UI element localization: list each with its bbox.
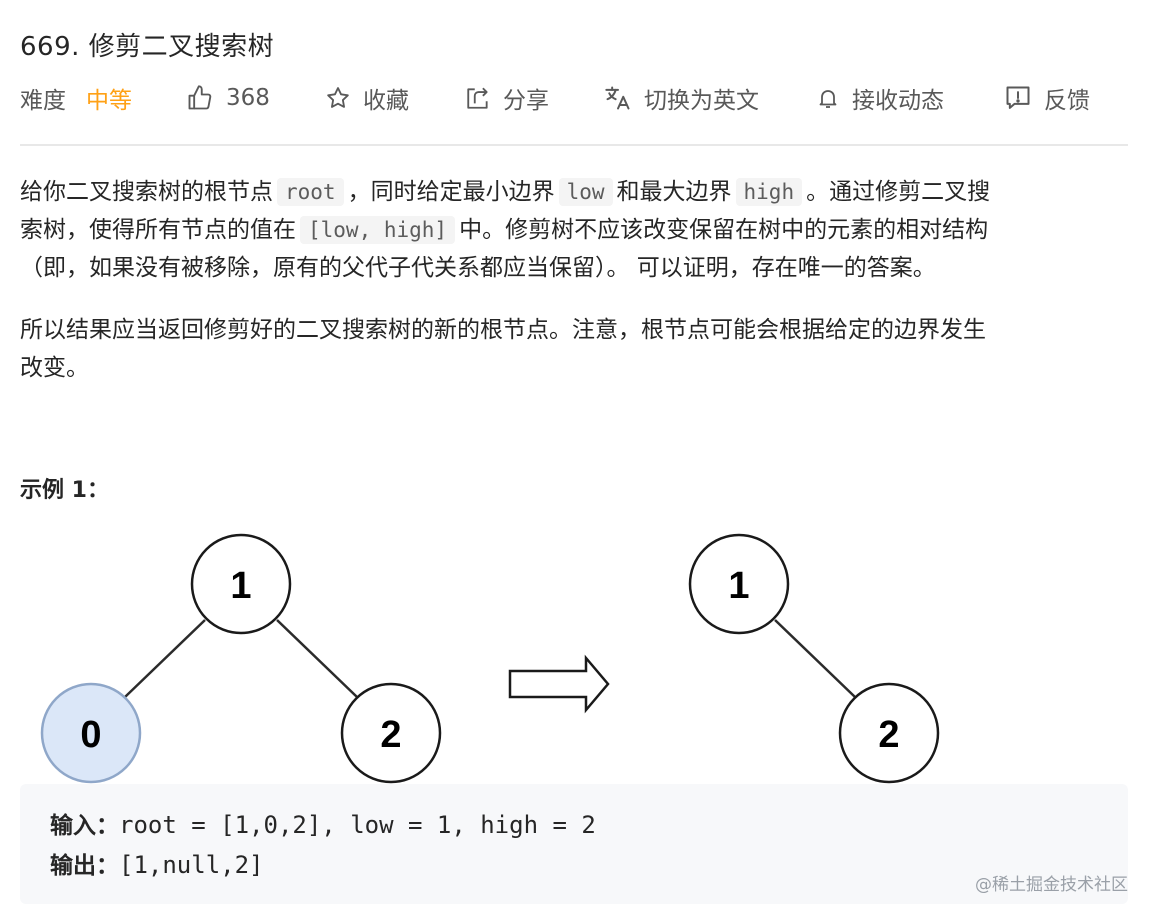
example-tree-diagram: 1 0 2 1 2 xyxy=(40,533,940,784)
inline-code-high: high xyxy=(735,178,803,206)
input-tree-root-node: 1 xyxy=(190,533,292,635)
share-label: 分享 xyxy=(503,88,549,114)
example-input-line: 输入：root = [1,0,2], low = 1, high = 2 xyxy=(50,806,596,840)
right-arrow-icon xyxy=(508,654,610,714)
node-label: 1 xyxy=(230,565,251,607)
tree-edge xyxy=(774,619,856,698)
description-text: 改变。 xyxy=(20,355,89,381)
description-text: 和最大边界 xyxy=(616,179,732,205)
input-tree-right-node: 2 xyxy=(340,682,442,784)
input-label: 输入： xyxy=(50,813,119,839)
feedback-button[interactable]: 反馈 xyxy=(1004,80,1090,116)
meta-toolbar: 难度 中等 368 收藏 xyxy=(20,80,1128,116)
difficulty-value: 中等 xyxy=(86,88,132,114)
favorite-label: 收藏 xyxy=(363,88,409,114)
feedback-icon xyxy=(1004,84,1044,112)
star-icon xyxy=(325,85,363,111)
node-label: 0 xyxy=(80,714,101,756)
description-text: 。通过修剪二叉搜 xyxy=(806,179,991,205)
tree-edge xyxy=(124,619,206,698)
difficulty-indicator: 难度 中等 xyxy=(20,80,132,116)
description-paragraph-2: 所以结果应当返回修剪好的二叉搜索树的新的根节点。注意，根节点可能会根据给定的边界… xyxy=(20,311,1128,387)
switch-language-label: 切换为英文 xyxy=(644,88,759,114)
node-label: 2 xyxy=(380,714,401,756)
description-text: （即，如果没有被移除，原有的父代子代关系都应当保留）。 可以证明，存在唯一的答案… xyxy=(20,255,936,281)
feedback-label: 反馈 xyxy=(1044,88,1090,114)
difficulty-label: 难度 xyxy=(20,88,66,114)
description-text: ，同时给定最小边界 xyxy=(347,179,555,205)
output-tree-right-node: 2 xyxy=(838,682,940,784)
problem-title: 669. 修剪二叉搜索树 xyxy=(20,32,275,62)
header-divider xyxy=(20,144,1128,146)
thumbs-up-icon xyxy=(186,84,226,112)
output-label: 输出： xyxy=(50,853,119,879)
example-code-block: 输入：root = [1,0,2], low = 1, high = 2 输出：… xyxy=(20,784,1128,904)
description-text: 索树，使得所有节点的值在 xyxy=(20,217,296,243)
input-value: root = [1,0,2], low = 1, high = 2 xyxy=(119,811,596,839)
example-title: 示例 1： xyxy=(20,478,109,503)
description-text: 给你二叉搜索树的根节点 xyxy=(20,179,273,205)
inline-code-range: [low, high] xyxy=(300,216,456,244)
tree-edge xyxy=(276,619,358,698)
share-button[interactable]: 分享 xyxy=(465,80,549,116)
node-label: 2 xyxy=(878,714,899,756)
node-label: 1 xyxy=(728,565,749,607)
example-output-line: 输出：[1,null,2] xyxy=(50,846,264,880)
input-tree-left-node-removed: 0 xyxy=(40,682,142,784)
inline-code-low: low xyxy=(558,178,613,206)
output-tree-root-node: 1 xyxy=(688,533,790,635)
watermark: @稀土掘金技术社区 xyxy=(975,875,1128,895)
description-text: 所以结果应当返回修剪好的二叉搜索树的新的根节点。注意，根节点可能会根据给定的边界… xyxy=(20,317,986,343)
favorite-button[interactable]: 收藏 xyxy=(325,80,409,116)
output-value: [1,null,2] xyxy=(119,851,264,879)
like-count: 368 xyxy=(226,85,270,111)
description-text: 中。修剪树不应该改变保留在树中的元素的相对结构 xyxy=(459,217,989,243)
like-button[interactable]: 368 xyxy=(186,80,270,116)
translate-icon xyxy=(604,84,644,112)
switch-language-button[interactable]: 切换为英文 xyxy=(604,80,759,116)
notify-button[interactable]: 接收动态 xyxy=(816,80,944,116)
bell-icon xyxy=(816,85,852,111)
share-icon xyxy=(465,85,503,111)
notify-label: 接收动态 xyxy=(852,88,944,114)
inline-code-root: root xyxy=(277,178,344,206)
